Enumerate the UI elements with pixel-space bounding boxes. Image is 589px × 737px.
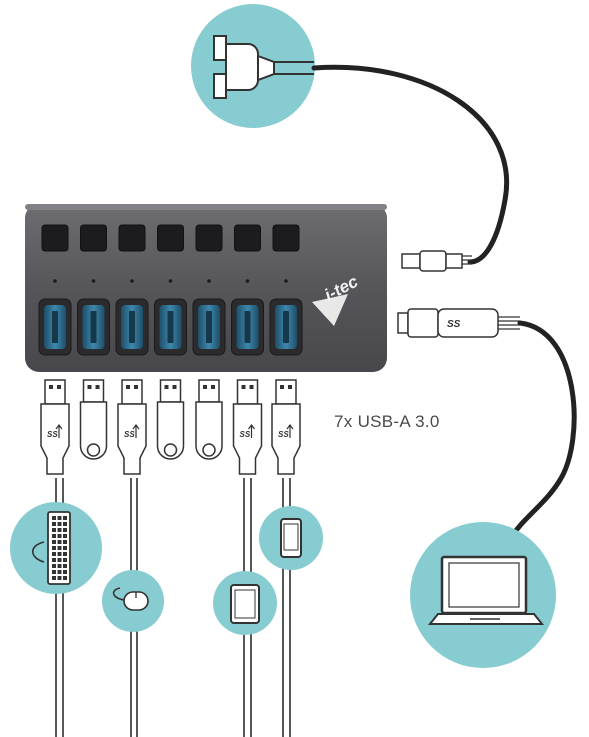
keyboard-key <box>52 546 56 550</box>
status-led <box>284 279 288 283</box>
keyboard-key <box>63 564 67 568</box>
ss-mark: SS <box>240 430 251 439</box>
switch-button <box>234 224 261 252</box>
keyboard-key <box>52 570 56 574</box>
switch-button <box>41 224 69 252</box>
ss-mark: SS <box>278 430 289 439</box>
power-plug-icon <box>191 4 315 128</box>
keyboard-key <box>63 522 67 526</box>
keyboard-key <box>63 576 67 580</box>
keyboard-key <box>57 522 62 526</box>
usb-a-port <box>38 298 72 356</box>
keyboard-key <box>57 516 62 520</box>
laptop-icon <box>410 522 556 668</box>
keyboard-key <box>52 516 56 520</box>
keyboard-key <box>63 546 67 550</box>
usb-a-port <box>269 298 303 356</box>
keyboard-key <box>57 564 62 568</box>
usb-b-upstream-plug: SS <box>397 308 520 338</box>
keyboard-key <box>63 570 67 574</box>
switch-button <box>157 224 184 252</box>
status-led <box>245 279 250 283</box>
keyboard-key <box>52 534 56 538</box>
usb-flash-drive <box>195 379 223 460</box>
keyboard-key <box>52 552 56 556</box>
keyboard-key <box>52 576 56 580</box>
keyboard-key <box>57 552 62 556</box>
status-led <box>53 279 57 283</box>
usb-a-port <box>77 298 110 356</box>
i-tec-logo <box>312 294 348 326</box>
keyboard-key <box>63 534 67 538</box>
keyboard-key <box>57 540 62 544</box>
keyboard-key <box>57 576 62 580</box>
usb-a-cable-plug: SS <box>117 379 147 475</box>
keyboard-key <box>57 534 62 538</box>
keyboard-key <box>52 540 56 544</box>
keyboard-key <box>57 546 62 550</box>
usb-a-cable-plug: SS <box>271 379 301 475</box>
hub-status-leds <box>53 279 288 283</box>
keyboard-icon <box>10 502 102 594</box>
usb-a-port <box>154 298 187 356</box>
downstream-devices: SS SS SS SS <box>40 379 301 475</box>
ss-mark: SS <box>124 430 135 439</box>
dc-power-plug <box>401 250 472 272</box>
usb-a-port <box>231 298 264 356</box>
ss-mark: SS <box>447 319 461 330</box>
keyboard-key <box>52 558 56 562</box>
keyboard-key <box>63 516 67 520</box>
keyboard-key <box>57 558 62 562</box>
status-led <box>207 279 211 283</box>
ports-label: 7x USB-A 3.0 <box>334 412 440 431</box>
status-led <box>91 279 96 283</box>
status-led <box>130 279 134 283</box>
keyboard-key <box>63 558 67 562</box>
smartphone-icon <box>259 506 323 570</box>
hub-switch-buttons <box>41 224 300 252</box>
keyboard-key <box>52 528 56 532</box>
status-led <box>168 279 173 283</box>
power-cable <box>311 64 510 265</box>
keyboard-key <box>57 528 62 532</box>
usb-a-port <box>192 298 226 356</box>
switch-button <box>272 224 300 252</box>
usb-a-cable-plug: SS <box>40 379 70 475</box>
ss-mark: SS <box>47 430 58 439</box>
usb-a-cable-plug: SS <box>232 379 263 475</box>
keyboard-key <box>63 528 67 532</box>
mouse-icon <box>102 570 164 632</box>
keyboard-key <box>63 552 67 556</box>
keyboard-key <box>57 570 62 574</box>
usb-flash-drive <box>156 379 185 460</box>
tablet-icon <box>213 571 277 635</box>
switch-button <box>118 224 146 252</box>
keyboard-key <box>52 564 56 568</box>
laptop-cable <box>507 320 577 543</box>
usb-flash-drive <box>79 379 108 460</box>
keyboard-key <box>52 522 56 526</box>
switch-button <box>195 224 223 252</box>
hub-usb-ports <box>38 298 303 356</box>
switch-button <box>80 224 107 252</box>
keyboard-key <box>63 540 67 544</box>
usb-a-port <box>115 298 149 356</box>
